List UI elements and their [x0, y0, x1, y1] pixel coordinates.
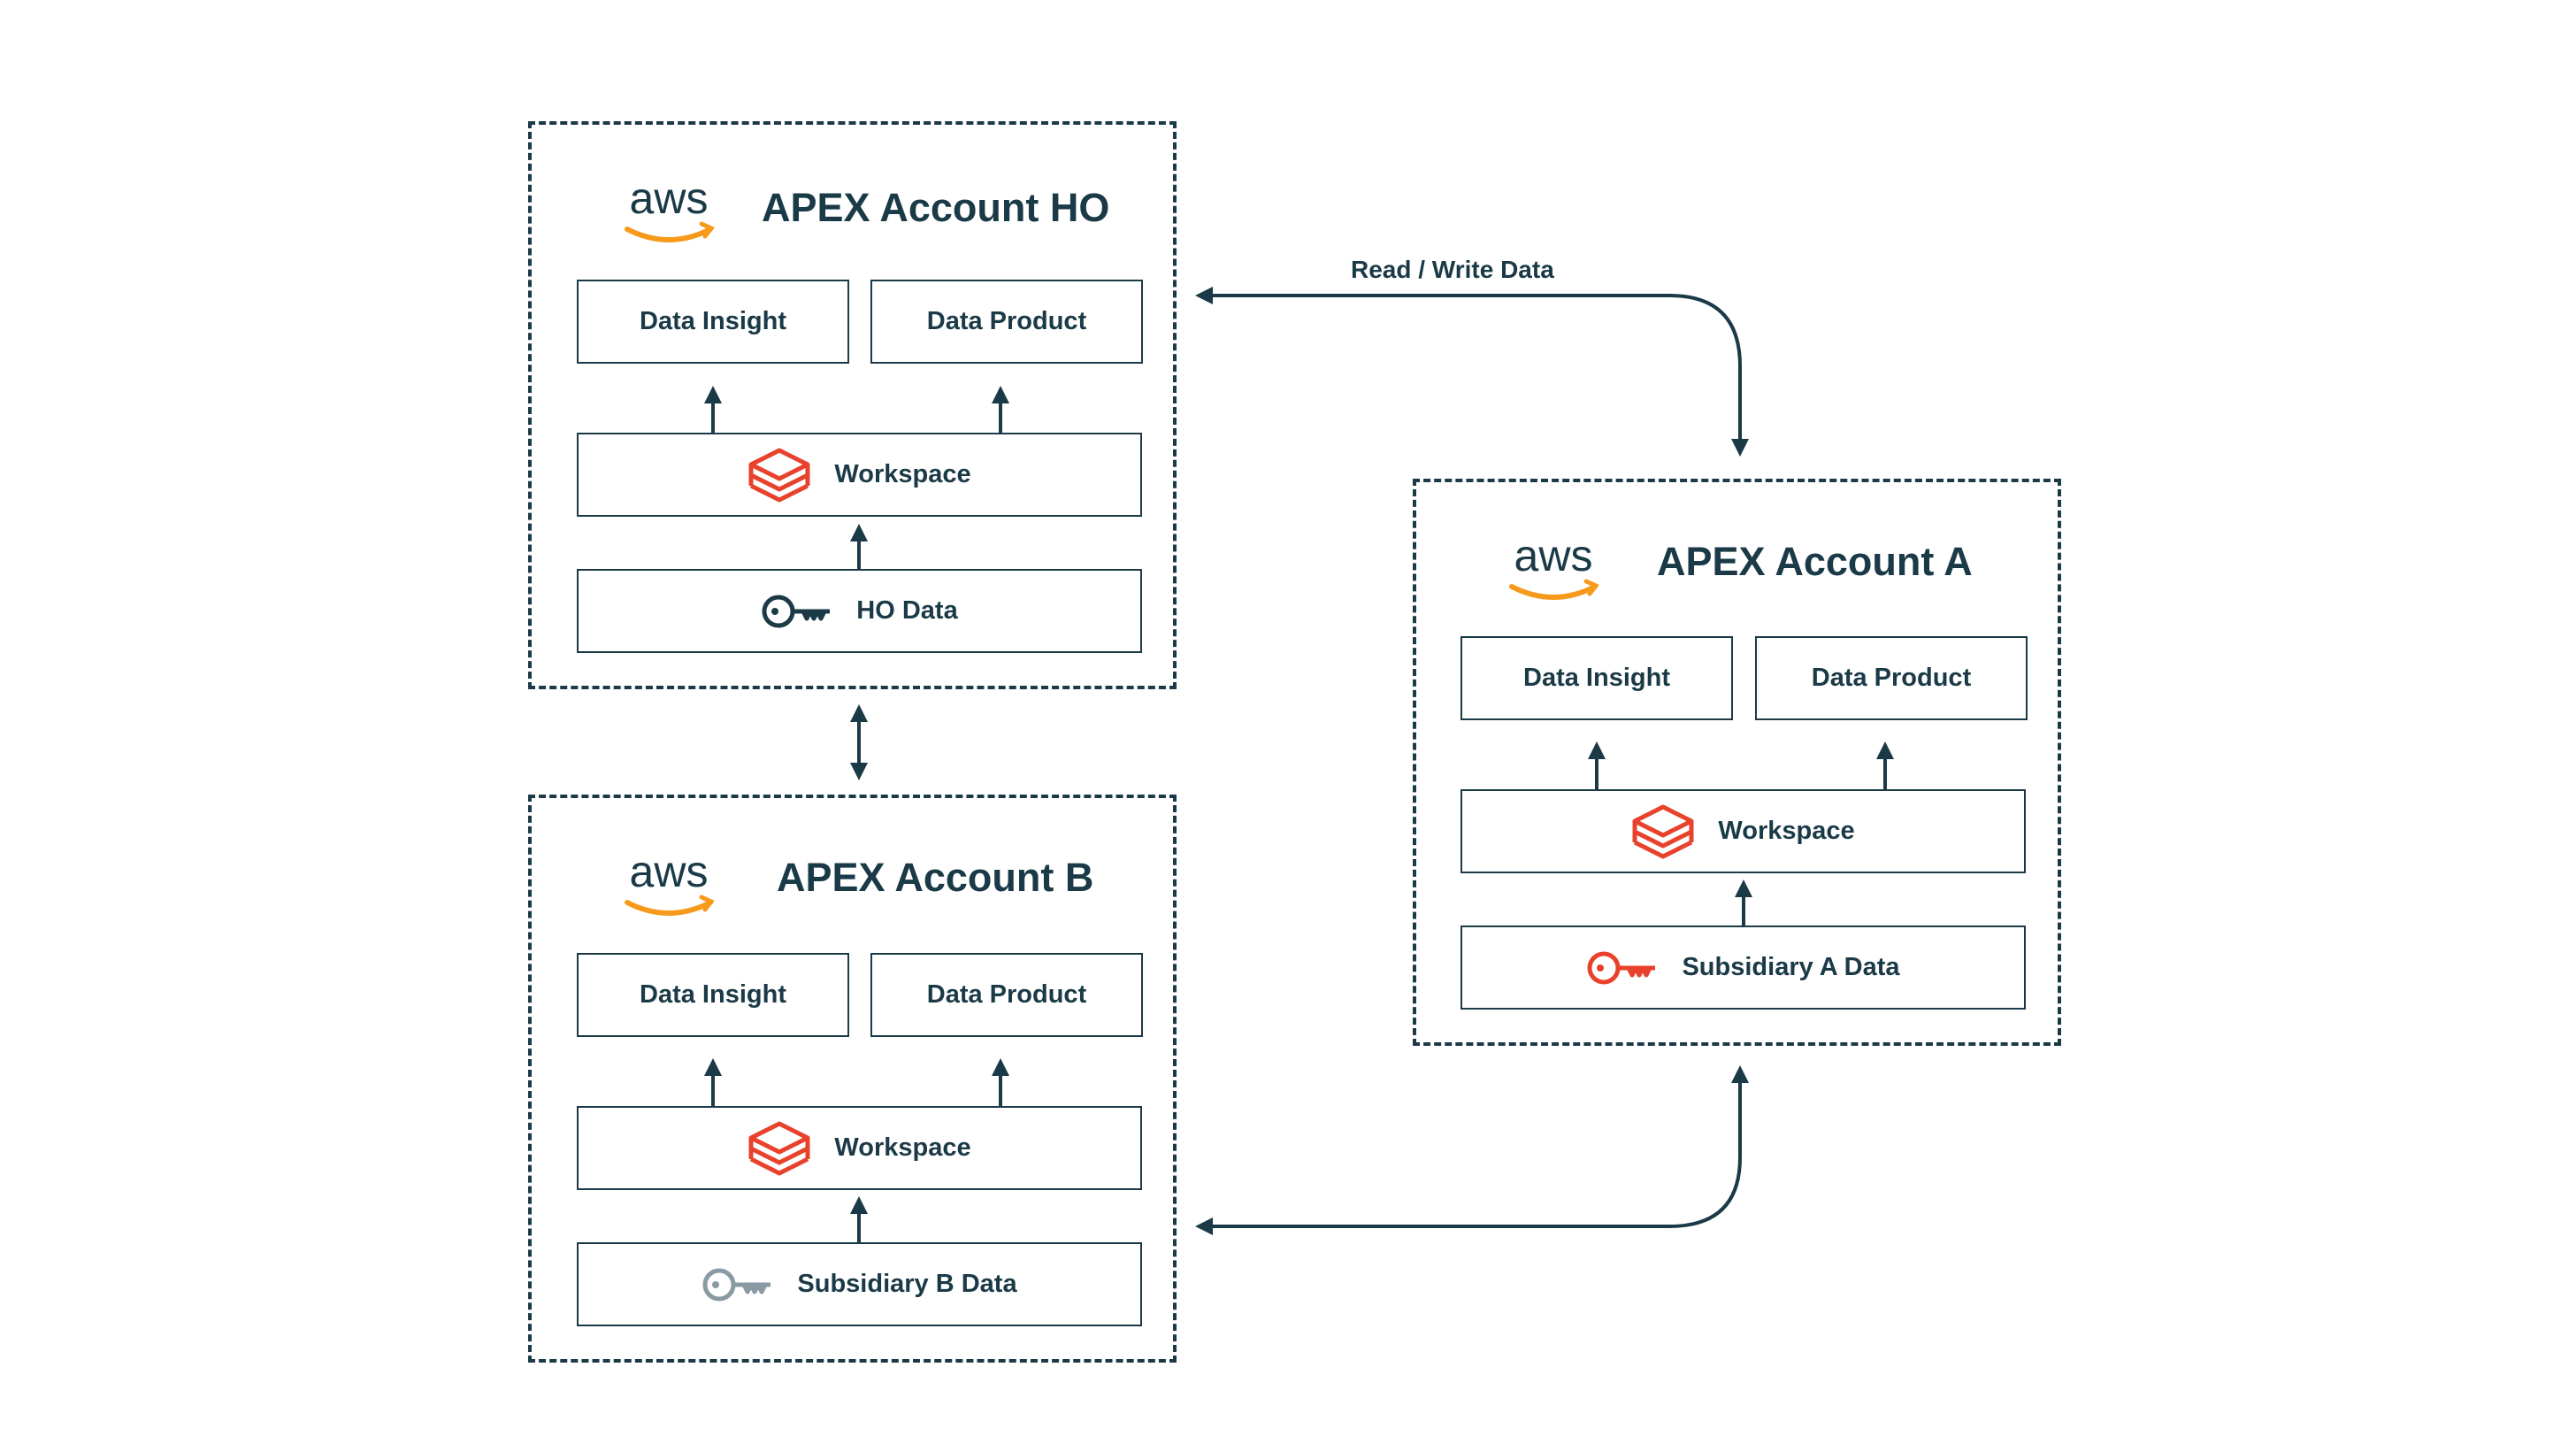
account-title: APEX Account HO — [762, 185, 1110, 230]
subsidiary-a-data-box: Subsidiary A Data — [1460, 926, 2026, 1010]
account-ho-container: aws APEX Account HO — [528, 121, 1177, 689]
box-label: Subsidiary A Data — [1682, 953, 1900, 981]
subsidiary-b-data-box: Subsidiary B Data — [577, 1242, 1142, 1326]
box-label: Data Insight — [1523, 664, 1670, 692]
data-product-box: Data Product — [870, 953, 1143, 1037]
data-insight-box: Data Insight — [577, 953, 849, 1037]
workspace-box: Workspace — [1460, 789, 2026, 873]
key-icon — [702, 1265, 774, 1304]
box-label: HO Data — [856, 596, 958, 625]
ho-data-box: HO Data — [577, 569, 1142, 653]
data-insight-box: Data Insight — [1460, 636, 1733, 720]
account-a-container: aws APEX Account A — [1413, 479, 2061, 1046]
aws-logo-text: aws — [630, 180, 709, 223]
box-label: Data Product — [926, 307, 1087, 335]
databricks-stack-icon — [748, 1120, 811, 1177]
aws-logo-text: aws — [1514, 537, 1593, 580]
key-icon — [761, 592, 833, 631]
box-label: Data Insight — [640, 980, 786, 1009]
account-title: APEX Account B — [777, 855, 1094, 900]
box-label: Subsidiary B Data — [797, 1270, 1017, 1298]
box-label: Workspace — [834, 460, 971, 488]
aws-logo-icon: aws — [625, 853, 715, 916]
account-title: APEX Account A — [1657, 539, 1973, 584]
read-write-data-label: Read / Write Data — [1351, 256, 1554, 283]
arrow-a-b-bidirectional — [1195, 1065, 1749, 1235]
aws-logo-text: aws — [630, 853, 709, 896]
data-product-box: Data Product — [1755, 636, 2028, 720]
databricks-stack-icon — [1631, 803, 1695, 860]
box-label: Workspace — [1718, 817, 1855, 845]
data-insight-box: Data Insight — [577, 280, 849, 364]
box-label: Data Product — [1811, 664, 1972, 692]
box-label: Workspace — [834, 1133, 971, 1162]
workspace-box: Workspace — [577, 1106, 1142, 1190]
arrow-ho-a-bidirectional — [1195, 287, 1749, 457]
box-label: Data Product — [926, 980, 1087, 1009]
aws-logo-icon: aws — [625, 180, 715, 242]
key-icon — [1586, 949, 1659, 987]
account-b-container: aws APEX Account B — [528, 795, 1177, 1363]
workspace-box: Workspace — [577, 433, 1142, 517]
databricks-stack-icon — [748, 447, 811, 503]
data-product-box: Data Product — [870, 280, 1143, 364]
box-label: Data Insight — [640, 307, 786, 335]
aws-logo-icon: aws — [1509, 537, 1599, 600]
